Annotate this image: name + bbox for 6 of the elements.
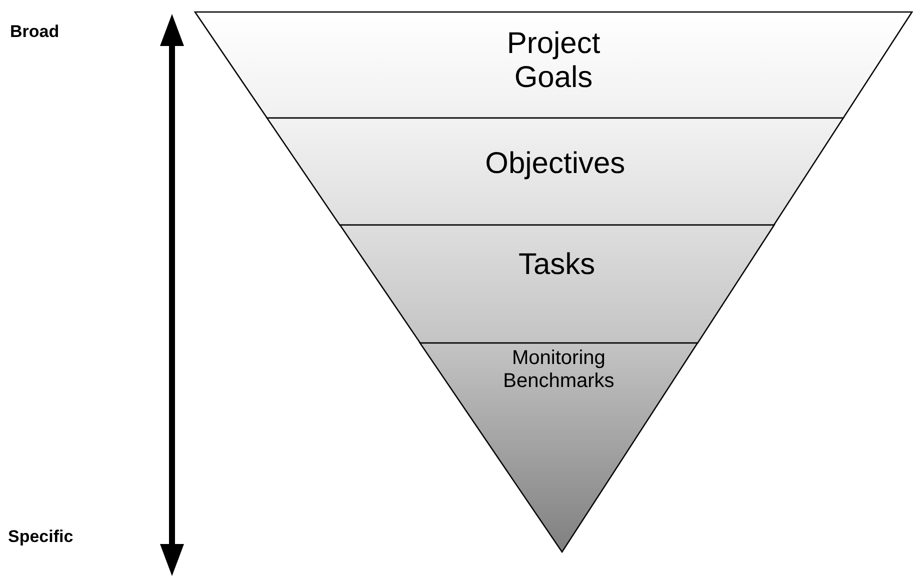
- scale-label: Broad: [10, 22, 60, 42]
- tier-label: Objectives: [484, 147, 626, 181]
- tier-label: Monitoring Benchmarks: [502, 347, 616, 393]
- tier-label: Project Goals: [506, 27, 602, 95]
- tier-label: Tasks: [517, 248, 596, 282]
- scale-label: Specific: [8, 527, 74, 547]
